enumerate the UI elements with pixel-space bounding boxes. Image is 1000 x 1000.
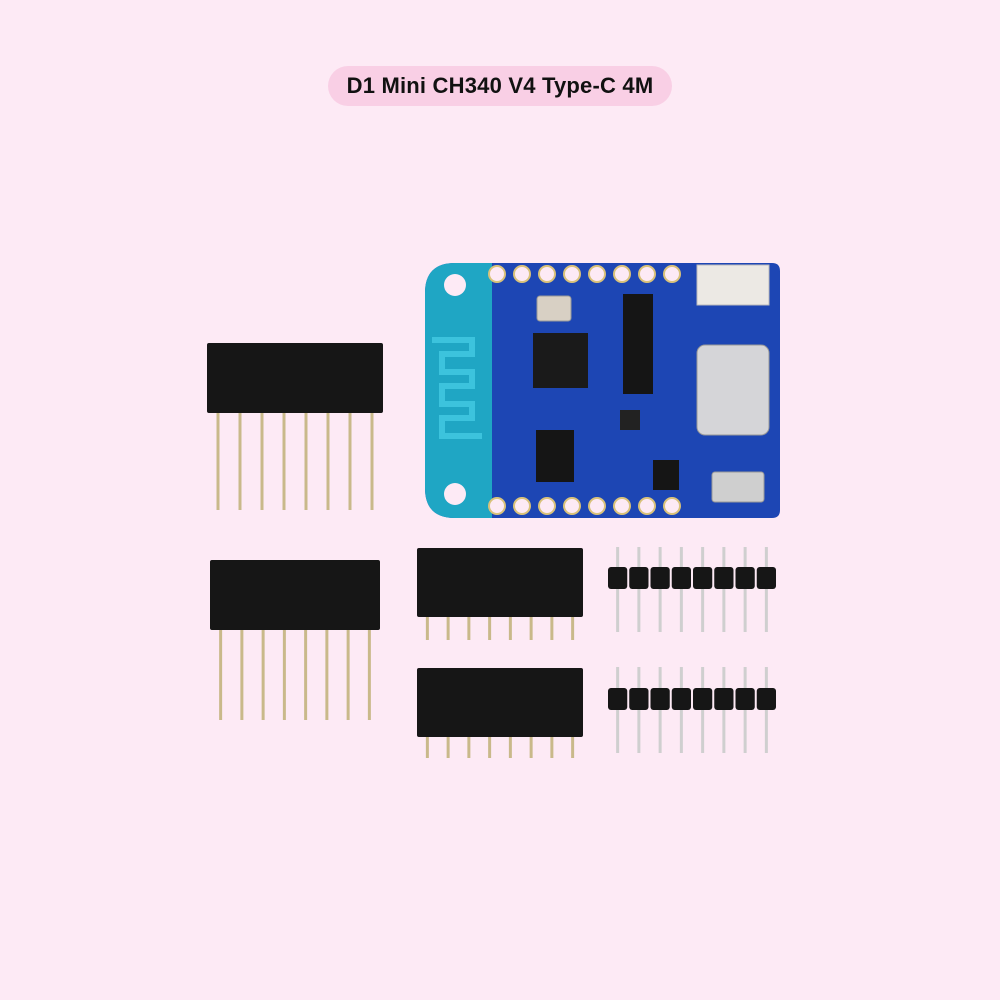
header-pin <box>446 617 450 640</box>
header-segment <box>735 688 755 710</box>
header-pin <box>571 737 575 758</box>
usb-type-c-port <box>696 344 770 436</box>
pin-pad <box>638 497 656 515</box>
pin-pad <box>513 265 531 283</box>
header-pin <box>425 737 429 758</box>
header-pin <box>701 547 705 632</box>
antenna-area <box>425 263 492 518</box>
header-pin <box>658 547 662 632</box>
ldo-chip <box>653 460 679 490</box>
esp8266-chip <box>533 333 588 388</box>
pin-pad <box>538 265 556 283</box>
i2c-connector <box>696 264 770 306</box>
header-segment <box>650 567 670 589</box>
header-pin <box>550 617 554 640</box>
header-pin <box>508 737 512 758</box>
pin-pad <box>613 497 631 515</box>
pin-pad <box>538 497 556 515</box>
header-pin <box>238 413 242 510</box>
header-pin <box>282 413 286 510</box>
flash-chip <box>536 430 574 482</box>
header-pin <box>508 617 512 640</box>
header-pin <box>304 413 308 510</box>
reset-button <box>711 471 765 503</box>
header-pin <box>348 413 352 510</box>
header-body <box>417 668 583 737</box>
header-pin <box>304 630 308 720</box>
pin-pad <box>513 497 531 515</box>
pin-pad <box>563 265 581 283</box>
header-pin <box>529 737 533 758</box>
header-segment <box>608 688 628 710</box>
mounting-hole <box>444 274 466 296</box>
header-pin <box>240 630 244 720</box>
header-segment <box>756 688 776 710</box>
header-segment <box>629 688 649 710</box>
header-pin <box>488 617 492 640</box>
pcb-antenna-trace <box>432 337 482 439</box>
female-header <box>210 560 380 720</box>
header-body <box>207 343 383 413</box>
header-pin <box>260 413 264 510</box>
pin-pad <box>488 265 506 283</box>
header-pin <box>367 630 371 720</box>
header-pin <box>488 737 492 758</box>
header-segment <box>714 567 734 589</box>
header-pin <box>743 547 747 632</box>
pin-pad <box>663 265 681 283</box>
header-pin <box>219 630 223 720</box>
header-pin <box>325 630 329 720</box>
pin-pad <box>488 497 506 515</box>
header-pin <box>679 547 683 632</box>
header-pin <box>261 630 265 720</box>
header-segment <box>629 567 649 589</box>
header-pin <box>467 617 471 640</box>
header-pin <box>467 737 471 758</box>
header-segment <box>756 567 776 589</box>
header-pin <box>550 737 554 758</box>
header-segment <box>608 567 628 589</box>
header-segment <box>714 688 734 710</box>
pin-pad <box>613 265 631 283</box>
regulator <box>620 410 640 430</box>
male-header <box>608 547 776 632</box>
ch340-chip <box>623 294 653 394</box>
header-pin <box>326 413 330 510</box>
header-pin <box>370 413 374 510</box>
header-body <box>417 548 583 617</box>
header-pin <box>571 617 575 640</box>
pin-pad <box>563 497 581 515</box>
header-pin <box>282 630 286 720</box>
header-segment <box>671 567 691 589</box>
crystal-oscillator <box>536 295 572 322</box>
female-header <box>417 548 583 640</box>
header-body <box>210 560 380 630</box>
mounting-hole <box>444 483 466 505</box>
pin-pad <box>663 497 681 515</box>
female-header <box>207 343 383 510</box>
header-segment <box>693 567 713 589</box>
header-pin <box>346 630 350 720</box>
header-pin <box>529 617 533 640</box>
pin-pad <box>588 497 606 515</box>
header-segment <box>650 688 670 710</box>
product-title: D1 Mini CH340 V4 Type-C 4M <box>328 66 672 106</box>
header-pin <box>216 413 220 510</box>
header-pin <box>425 617 429 640</box>
header-pin <box>722 547 726 632</box>
header-segment <box>671 688 691 710</box>
header-pin <box>637 547 641 632</box>
header-pin <box>446 737 450 758</box>
header-segment <box>693 688 713 710</box>
d1-mini-board <box>425 263 780 518</box>
female-header <box>417 668 583 758</box>
pin-pad <box>638 265 656 283</box>
header-pin <box>764 547 768 632</box>
male-header <box>608 667 776 753</box>
header-segment <box>735 567 755 589</box>
header-pin <box>616 547 620 632</box>
pin-pad <box>588 265 606 283</box>
